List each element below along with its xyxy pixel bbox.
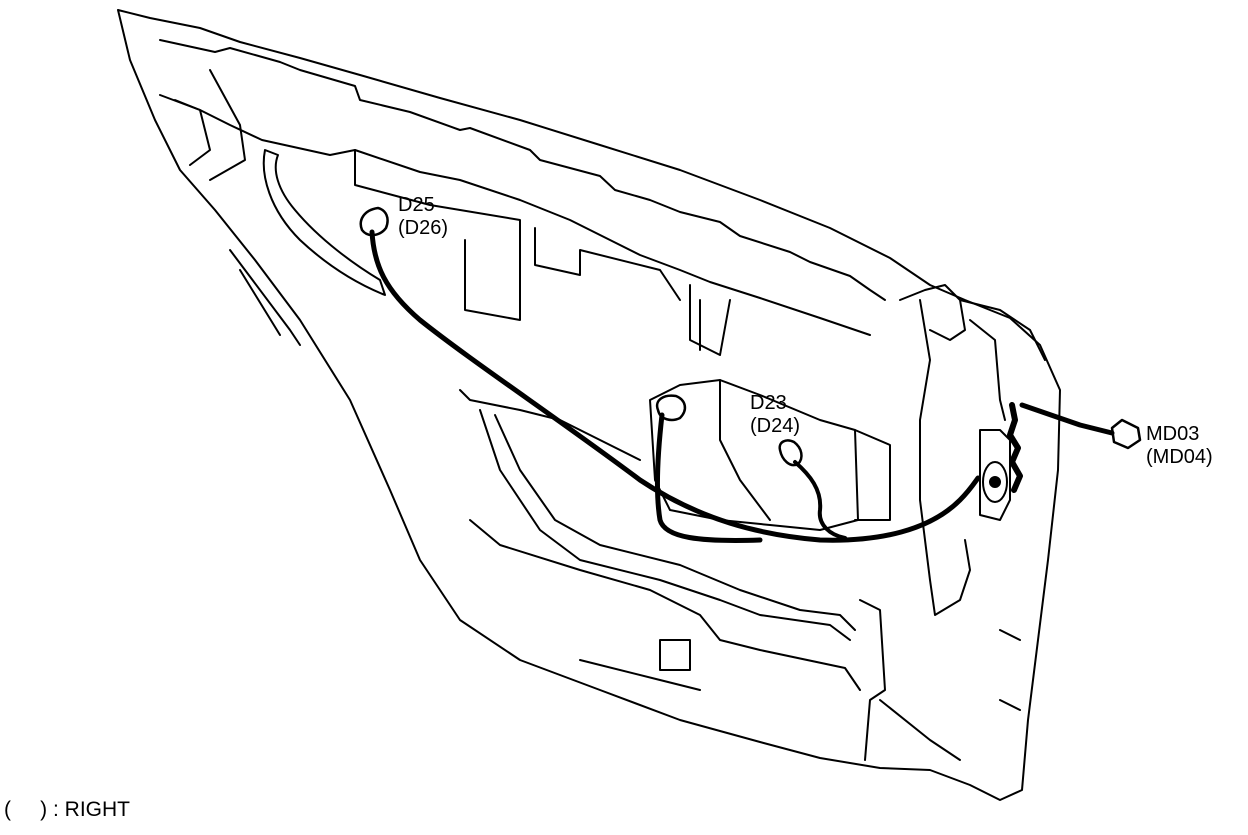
panel-top-edge bbox=[159, 39, 886, 301]
harness-to-md03 bbox=[1019, 402, 1115, 436]
callout-d25: D25 (D26) bbox=[398, 194, 448, 240]
connector-d23-small bbox=[778, 439, 803, 467]
door-panel-outline bbox=[117, 9, 1061, 801]
right-end-lower bbox=[859, 599, 1021, 761]
callout-d23: D23 (D24) bbox=[750, 392, 800, 438]
lower-pocket-frame bbox=[459, 389, 856, 641]
callout-d25-alt: (D26) bbox=[398, 217, 449, 239]
harness-branch-d23b bbox=[793, 460, 847, 540]
callout-md03-main: MD03 bbox=[1146, 423, 1200, 445]
window-recess bbox=[262, 149, 386, 296]
callout-md03: MD03 (MD04) bbox=[1146, 423, 1213, 469]
callout-d23-main: D23 bbox=[750, 392, 787, 414]
callout-d25-main: D25 bbox=[398, 194, 435, 216]
inner-frame-upper bbox=[159, 94, 871, 336]
callout-d23-alt: (D24) bbox=[750, 415, 801, 437]
connector-md03 bbox=[1110, 418, 1142, 450]
left-rib bbox=[174, 69, 301, 346]
right-end-panel bbox=[899, 284, 1046, 616]
upper-mount-block bbox=[354, 149, 681, 321]
harness-main bbox=[369, 229, 981, 543]
callout-md03-alt: (MD04) bbox=[1146, 446, 1213, 468]
connector-d25 bbox=[359, 206, 389, 237]
grommet-center bbox=[989, 476, 1001, 488]
lower-pocket-edge bbox=[469, 519, 861, 691]
harness-branch-d23 bbox=[654, 412, 763, 543]
harness-flex-boot bbox=[1007, 402, 1023, 493]
center-mount-detail bbox=[689, 284, 891, 521]
legend-right-note: ( ) : RIGHT bbox=[4, 798, 130, 821]
grommet bbox=[982, 461, 1008, 503]
connector-d23 bbox=[655, 394, 687, 422]
